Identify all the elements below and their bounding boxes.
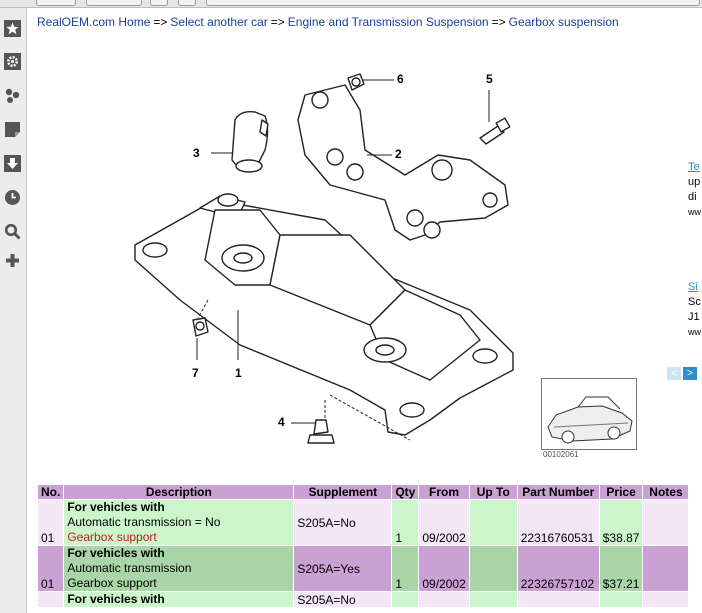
desc-heading: For vehicles with	[67, 592, 165, 606]
col-header-part-number: Part Number	[516, 484, 600, 500]
cell-no: 01	[36, 499, 65, 546]
breadcrumb-separator: =>	[491, 15, 506, 29]
vehicle-thumbnail[interactable]	[541, 378, 637, 450]
diagram-callout-2[interactable]: 2	[395, 147, 402, 161]
breadcrumb-separator: =>	[153, 15, 168, 29]
cell-supplement: S205A=No	[293, 591, 393, 608]
ad-text: ww	[688, 327, 701, 337]
ad-text: Sc	[688, 296, 701, 308]
cell-price: $38.87	[598, 499, 644, 546]
desc-condition: Automatic transmission = No	[67, 515, 221, 529]
ad-pager: < >	[667, 367, 697, 380]
browser-top-strip	[0, 0, 702, 8]
diagram-callout-6[interactable]: 6	[397, 72, 404, 86]
desc-condition: Automatic transmission	[67, 561, 192, 575]
right-ad-panel: Te up di ww Si Sc J1 ww	[688, 160, 702, 340]
browser-sidebar	[0, 8, 27, 613]
toolbar-button[interactable]	[150, 0, 168, 6]
ad-spacer	[688, 220, 702, 280]
breadcrumb-current-page-link[interactable]: Gearbox suspension	[508, 15, 619, 29]
download-icon[interactable]	[2, 153, 23, 174]
cell-up-to	[468, 591, 518, 608]
diagram-callout-7[interactable]: 7	[192, 366, 199, 380]
pager-next-button[interactable]: >	[683, 367, 697, 380]
car-image	[547, 396, 633, 444]
cell-supplement: S205A=No	[293, 499, 393, 546]
cell-description: For vehicles with Automatic transmission…	[63, 499, 295, 546]
history-icon[interactable]	[2, 187, 23, 208]
breadcrumb-home-link[interactable]: RealOEM.com Home	[37, 15, 151, 29]
toolbar-button[interactable]	[36, 0, 76, 6]
cell-qty	[391, 591, 420, 608]
cell-supplement: S205A=Yes	[293, 545, 393, 592]
cell-qty: 1	[391, 545, 420, 592]
col-header-supplement: Supplement	[293, 484, 393, 500]
ad-text: ww	[688, 207, 701, 217]
col-header-qty: Qty	[391, 484, 420, 500]
col-header-no: No.	[36, 484, 65, 500]
cell-up-to	[468, 499, 518, 546]
cell-notes	[642, 591, 690, 608]
toolbar-button[interactable]	[86, 0, 142, 6]
table-row[interactable]: 01 For vehicles with Automatic transmiss…	[36, 545, 690, 592]
col-header-notes: Notes	[642, 484, 690, 500]
col-header-from: From	[418, 484, 470, 500]
star-icon[interactable]	[2, 18, 23, 39]
cell-notes	[642, 499, 690, 546]
share-icon[interactable]	[2, 85, 23, 106]
cell-from: 09/2002	[418, 545, 470, 592]
cell-from	[418, 591, 470, 608]
cell-description: For vehicles with	[63, 591, 295, 608]
desc-heading: For vehicles with	[67, 500, 165, 514]
cell-qty: 1	[391, 499, 420, 546]
cell-notes	[642, 545, 690, 592]
diagram-callout-5[interactable]: 5	[486, 72, 493, 86]
col-header-up-to: Up To	[468, 484, 518, 500]
parts-table-header: No. Description Supplement Qty From Up T…	[36, 484, 690, 500]
ad-text: di	[688, 191, 697, 203]
parts-table: No. Description Supplement Qty From Up T…	[36, 484, 690, 608]
cell-up-to	[468, 545, 518, 592]
ad-text: J1	[688, 311, 700, 323]
part-name-link[interactable]: Gearbox support	[67, 576, 157, 590]
note-icon[interactable]	[2, 119, 23, 140]
cell-no: 01	[36, 545, 65, 592]
breadcrumb-category-link[interactable]: Engine and Transmission Suspension	[287, 15, 489, 29]
table-row[interactable]: 01 For vehicles with Automatic transmiss…	[36, 499, 690, 546]
cell-no	[36, 591, 65, 608]
desc-heading: For vehicles with	[67, 546, 165, 560]
gear-icon[interactable]	[2, 51, 23, 72]
diagram-callout-3[interactable]: 3	[193, 146, 200, 160]
col-header-description: Description	[63, 484, 295, 500]
ad-text: up	[688, 176, 701, 188]
table-row[interactable]: For vehicles with S205A=No	[36, 591, 690, 608]
cell-part-number[interactable]: 22316760531	[516, 499, 600, 546]
cell-price: $37.21	[598, 545, 644, 592]
search-icon[interactable]	[2, 221, 23, 242]
breadcrumb: RealOEM.com Home=>Select another car=>En…	[37, 15, 619, 29]
cell-part-number[interactable]: 22326757102	[516, 545, 600, 592]
cell-description: For vehicles with Automatic transmission…	[63, 545, 295, 592]
diagram-id: 00102061	[543, 450, 579, 459]
pager-prev-button[interactable]: <	[667, 367, 681, 380]
address-bar[interactable]	[206, 0, 700, 6]
ad-link[interactable]: Si	[688, 281, 698, 293]
diagram-callout-4[interactable]: 4	[278, 415, 285, 429]
diagram-callout-1[interactable]: 1	[235, 366, 242, 380]
part-name-link[interactable]: Gearbox support	[67, 530, 157, 544]
ad-link[interactable]: Te	[688, 161, 700, 173]
parts-diagram	[134, 73, 514, 444]
cell-from: 09/2002	[418, 499, 470, 546]
breadcrumb-separator: =>	[270, 15, 285, 29]
cell-part-number[interactable]	[516, 591, 600, 608]
plus-icon[interactable]	[2, 250, 23, 271]
toolbar-button[interactable]	[178, 0, 196, 6]
breadcrumb-select-car-link[interactable]: Select another car	[170, 15, 268, 29]
cell-price	[598, 591, 644, 608]
col-header-price: Price	[598, 484, 644, 500]
